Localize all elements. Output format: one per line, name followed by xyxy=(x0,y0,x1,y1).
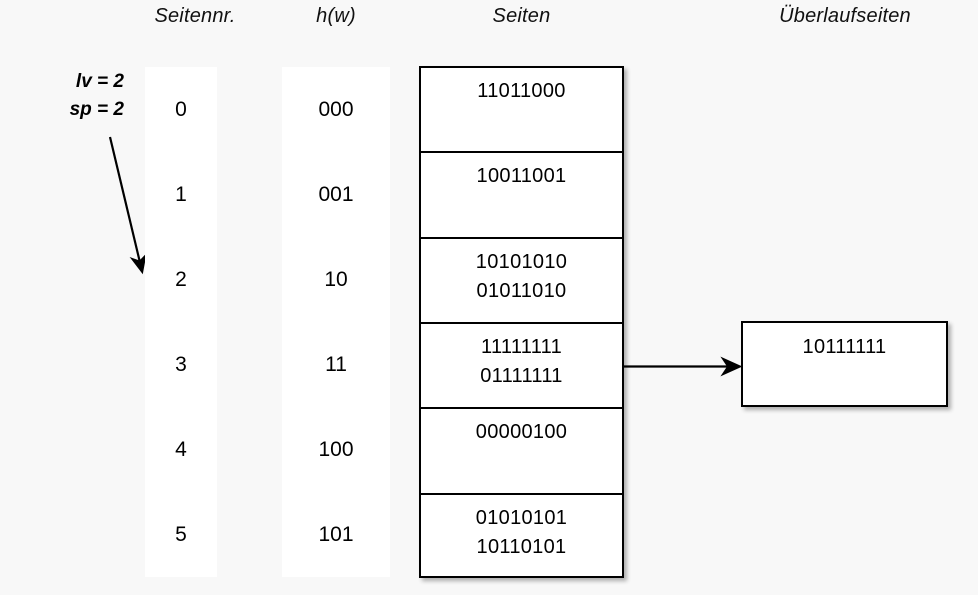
bucket-entry: 10011001 xyxy=(476,165,567,188)
seitennr-cell: 2 xyxy=(175,267,187,291)
bucket-entry: 10110101 xyxy=(476,535,567,558)
overflow-entry: 10111111 xyxy=(802,336,887,358)
bucket-entry: 11011000 xyxy=(477,80,566,102)
column-seitennr: 0 1 2 3 4 5 xyxy=(145,67,217,577)
column-header-seiten: Seiten xyxy=(492,5,551,27)
bucket-entry: 01111111 xyxy=(480,364,563,387)
param-sp: sp = 2 xyxy=(69,98,124,120)
bucket-entry: 11111111 xyxy=(481,335,562,358)
parameter-annotations: lv = 2 sp = 2 xyxy=(18,68,124,123)
seitennr-cell: 4 xyxy=(175,437,187,461)
hw-cell: 000 xyxy=(318,97,354,121)
seiten-table: 11011000 10011001 10101010 01011010 1111… xyxy=(419,66,624,578)
bucket-entry: 10101010 xyxy=(475,250,568,273)
hw-cell: 101 xyxy=(318,522,354,546)
bucket-entry: 01011010 xyxy=(476,279,567,302)
column-header-ueberlaufseiten: Überlaufseiten xyxy=(779,5,911,27)
seitennr-cell: 1 xyxy=(175,182,187,206)
hw-cell: 001 xyxy=(318,182,354,206)
column-header-seitennr: Seitennr. xyxy=(154,5,236,27)
hw-cell: 100 xyxy=(318,437,354,461)
seitennr-cell: 3 xyxy=(175,352,187,376)
seitennr-cell: 0 xyxy=(175,97,187,121)
hw-cell: 10 xyxy=(324,267,348,291)
overflow-link-arrow-icon xyxy=(624,356,743,377)
table-row: 00000100 xyxy=(421,409,622,495)
seitennr-cell: 5 xyxy=(175,522,187,546)
param-lv: lv = 2 xyxy=(75,71,124,92)
hw-cell: 11 xyxy=(325,352,347,376)
table-row: 10011001 xyxy=(421,153,622,239)
table-row: 11111111 01111111 xyxy=(421,324,622,410)
bucket-entry: 01010101 xyxy=(475,506,568,529)
column-header-hw: h(w) xyxy=(316,5,356,27)
table-row: 11011000 xyxy=(421,68,622,154)
bucket-entry: 00000100 xyxy=(475,421,568,444)
table-row: 10101010 01011010 xyxy=(421,239,622,324)
table-row: 01010101 10110101 xyxy=(421,495,622,580)
column-hw: 000 001 10 11 100 101 xyxy=(282,67,390,577)
overflow-page-box: 10111111 xyxy=(741,321,948,407)
